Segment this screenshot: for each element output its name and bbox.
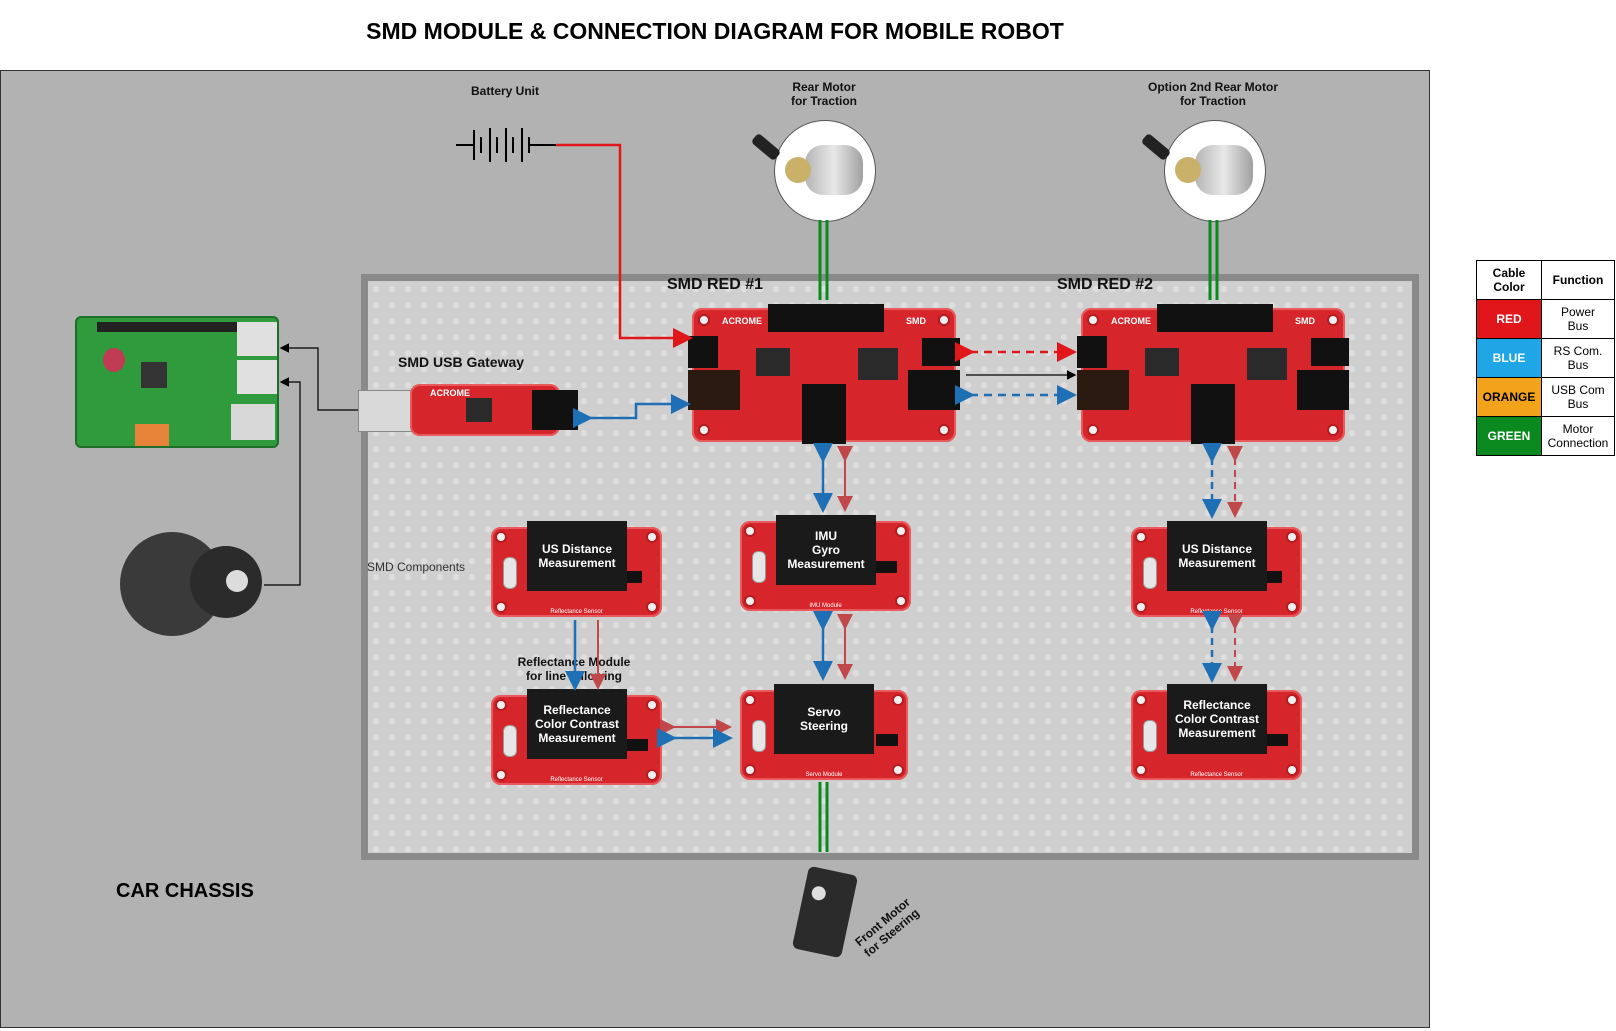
- legend-color-green: GREEN: [1476, 416, 1542, 456]
- lidar-lens: [226, 570, 248, 592]
- legend-row-green: GREEN Motor Connection: [1476, 416, 1615, 456]
- reflectance-module-left: Reflectance Color Contrast Measurement R…: [491, 689, 662, 785]
- imu-text: IMU Gyro Measurement: [776, 515, 876, 585]
- us-distance-text-left: US Distance Measurement: [527, 521, 627, 591]
- diagram-title: SMD MODULE & CONNECTION DIAGRAM FOR MOBI…: [366, 18, 1064, 44]
- smd-components-label: SMD Components: [367, 560, 466, 574]
- battery-label: Battery Unit: [470, 84, 539, 98]
- reflectance-module-right: Reflectance Color Contrast Measurement R…: [1131, 684, 1302, 780]
- reflectance-text-right: Reflectance Color Contrast Measurement: [1167, 684, 1267, 754]
- smd-red-1-board: ACROME SMD: [688, 304, 960, 444]
- rear-motor-2: [1140, 120, 1266, 222]
- imu-module: IMU Gyro Measurement IMU Module: [740, 515, 911, 611]
- legend-color-orange: ORANGE: [1476, 377, 1542, 417]
- legend-header-color: Cable Color: [1476, 260, 1542, 300]
- servo-module: Servo Steering Servo Module: [740, 684, 908, 780]
- battery-symbol: [456, 128, 556, 162]
- usb-gateway-board: ACROME: [410, 384, 578, 436]
- smd-red-2-board: ACROME SMD: [1077, 304, 1349, 444]
- rear-motor-label: Rear Motor for Traction: [790, 80, 857, 108]
- smd-red-2-label: SMD RED #2: [1057, 276, 1154, 293]
- legend-row-blue: BLUE RS Com. Bus: [1476, 338, 1615, 378]
- usb-gateway-label: SMD USB Gateway: [398, 354, 525, 370]
- legend-color-red: RED: [1476, 299, 1542, 339]
- us-distance-module-left: US Distance Measurement Reflectance Sens…: [491, 521, 662, 617]
- legend-function-red: Power Bus: [1541, 299, 1615, 339]
- smd-red-1-label: SMD RED #1: [667, 276, 764, 293]
- legend-row-orange: ORANGE USB Com Bus: [1476, 377, 1615, 417]
- legend-function-green: Motor Connection: [1541, 416, 1615, 456]
- car-chassis-label: CAR CHASSIS: [116, 880, 254, 902]
- legend-row-red: RED Power Bus: [1476, 299, 1615, 339]
- raspberry-pi-board: [75, 316, 279, 448]
- rear-motor: [750, 120, 876, 222]
- legend-function-orange: USB Com Bus: [1541, 377, 1615, 417]
- us-distance-text-right: US Distance Measurement: [1167, 521, 1267, 591]
- legend-color-blue: BLUE: [1476, 338, 1542, 378]
- us-distance-module-right: US Distance Measurement Reflectance Sens…: [1131, 521, 1302, 617]
- legend-header-function: Function: [1541, 260, 1615, 300]
- reflectance-text-left: Reflectance Color Contrast Measurement: [527, 689, 627, 759]
- servo-text: Servo Steering: [774, 684, 874, 754]
- cable-color-legend: Cable Color Function RED Power Bus BLUE …: [1476, 260, 1615, 456]
- legend-function-blue: RS Com. Bus: [1541, 338, 1615, 378]
- rear-motor-2-label: Option 2nd Rear Motor for Traction: [1148, 80, 1278, 108]
